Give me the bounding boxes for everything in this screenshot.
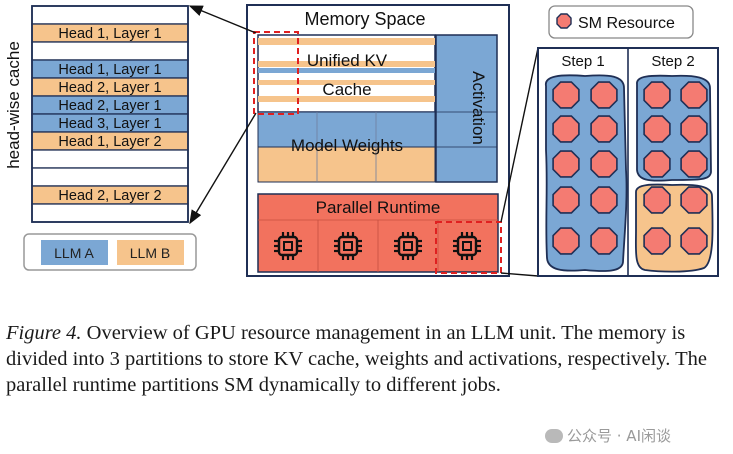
sm-cell bbox=[552, 150, 580, 178]
watermark: 公众号 · AI闲谈 bbox=[545, 425, 671, 446]
cache-row-label: Head 2, Layer 2 bbox=[58, 188, 161, 204]
cache-frame bbox=[31, 5, 189, 223]
sm-cell bbox=[552, 227, 580, 255]
cache-row-label: Head 1, Layer 1 bbox=[58, 26, 161, 42]
model-weights: Model Weights bbox=[257, 111, 436, 183]
caption-text: Overview of GPU resource management in a… bbox=[6, 322, 708, 396]
cache-row-label: Head 2, Layer 1 bbox=[58, 80, 161, 96]
llm-b-swatch bbox=[117, 240, 184, 265]
parallel-runtime-label: Parallel Runtime bbox=[316, 198, 441, 217]
activation: Activation bbox=[435, 34, 498, 183]
cache-row-label: Head 2, Layer 1 bbox=[58, 98, 161, 114]
sm-cell bbox=[552, 81, 580, 109]
cache-row-label: Head 3, Layer 1 bbox=[58, 116, 161, 132]
kv-highlight-box bbox=[253, 31, 299, 115]
sm-cell bbox=[590, 81, 618, 109]
kv-to-cache-arrow-top bbox=[188, 5, 257, 34]
cache-row bbox=[31, 149, 189, 169]
cache-side-label: head-wise cache bbox=[4, 41, 23, 169]
cache-row-label: Head 1, Layer 2 bbox=[58, 134, 161, 150]
cache-row bbox=[31, 41, 189, 61]
sm-cell bbox=[590, 115, 618, 143]
parallel-runtime: Parallel Runtime bbox=[257, 193, 499, 273]
sm-cell bbox=[590, 150, 618, 178]
activation-label: Activation bbox=[469, 71, 488, 145]
sm-cell bbox=[643, 186, 671, 214]
sm-cell bbox=[680, 186, 708, 214]
cache-row bbox=[31, 167, 189, 187]
chip-highlight-box bbox=[435, 221, 502, 274]
cache-row bbox=[31, 203, 189, 223]
sm-legend-label: SM Resource bbox=[578, 15, 675, 32]
sm-cell bbox=[643, 227, 671, 255]
head-wise-cache: Head 1, Layer 1 Head 1, Layer 1 Head 2, La… bbox=[31, 5, 189, 223]
sm-cell bbox=[680, 150, 708, 178]
sm-cell bbox=[552, 186, 580, 214]
step1-label: Step 1 bbox=[561, 53, 604, 70]
sm-cell bbox=[643, 150, 671, 178]
sm-cell bbox=[590, 227, 618, 255]
sm-cells bbox=[552, 81, 708, 255]
sm-cell bbox=[590, 186, 618, 214]
chat-bubble-icon bbox=[545, 429, 563, 443]
sm-cell bbox=[680, 81, 708, 109]
sm-legend-box bbox=[548, 5, 694, 39]
kv-cache-label-line2: Cache bbox=[322, 80, 371, 99]
kv-to-cache-arrow-bottom bbox=[189, 112, 257, 225]
cache-row-label: Head 1, Layer 1 bbox=[58, 62, 161, 78]
memory-space-title: Memory Space bbox=[304, 9, 425, 29]
llm-b-label: LLM B bbox=[130, 245, 170, 261]
cache-row bbox=[31, 5, 189, 25]
kv-cache-label-line1: Unified KV bbox=[307, 51, 388, 70]
llm-a-swatch bbox=[41, 240, 108, 265]
figure-caption: Figure 4. Overview of GPU resource manag… bbox=[6, 320, 730, 398]
model-weights-label: Model Weights bbox=[291, 136, 403, 155]
sm-cell bbox=[680, 227, 708, 255]
chip-to-sm-line-bottom bbox=[500, 272, 539, 277]
sm-cell bbox=[643, 115, 671, 143]
unified-kv-cache: Unified KV Cache bbox=[257, 34, 436, 113]
sm-cell bbox=[643, 81, 671, 109]
sm-legend-icon bbox=[556, 13, 572, 29]
sm-cell bbox=[552, 115, 580, 143]
step2-label: Step 2 bbox=[651, 53, 694, 70]
llm-a-label: LLM A bbox=[54, 245, 94, 261]
sm-cell bbox=[680, 115, 708, 143]
chip-to-sm-line-top bbox=[500, 47, 539, 223]
figure-label: Figure 4. bbox=[6, 322, 82, 344]
watermark-text: 公众号 · AI闲谈 bbox=[567, 427, 671, 445]
